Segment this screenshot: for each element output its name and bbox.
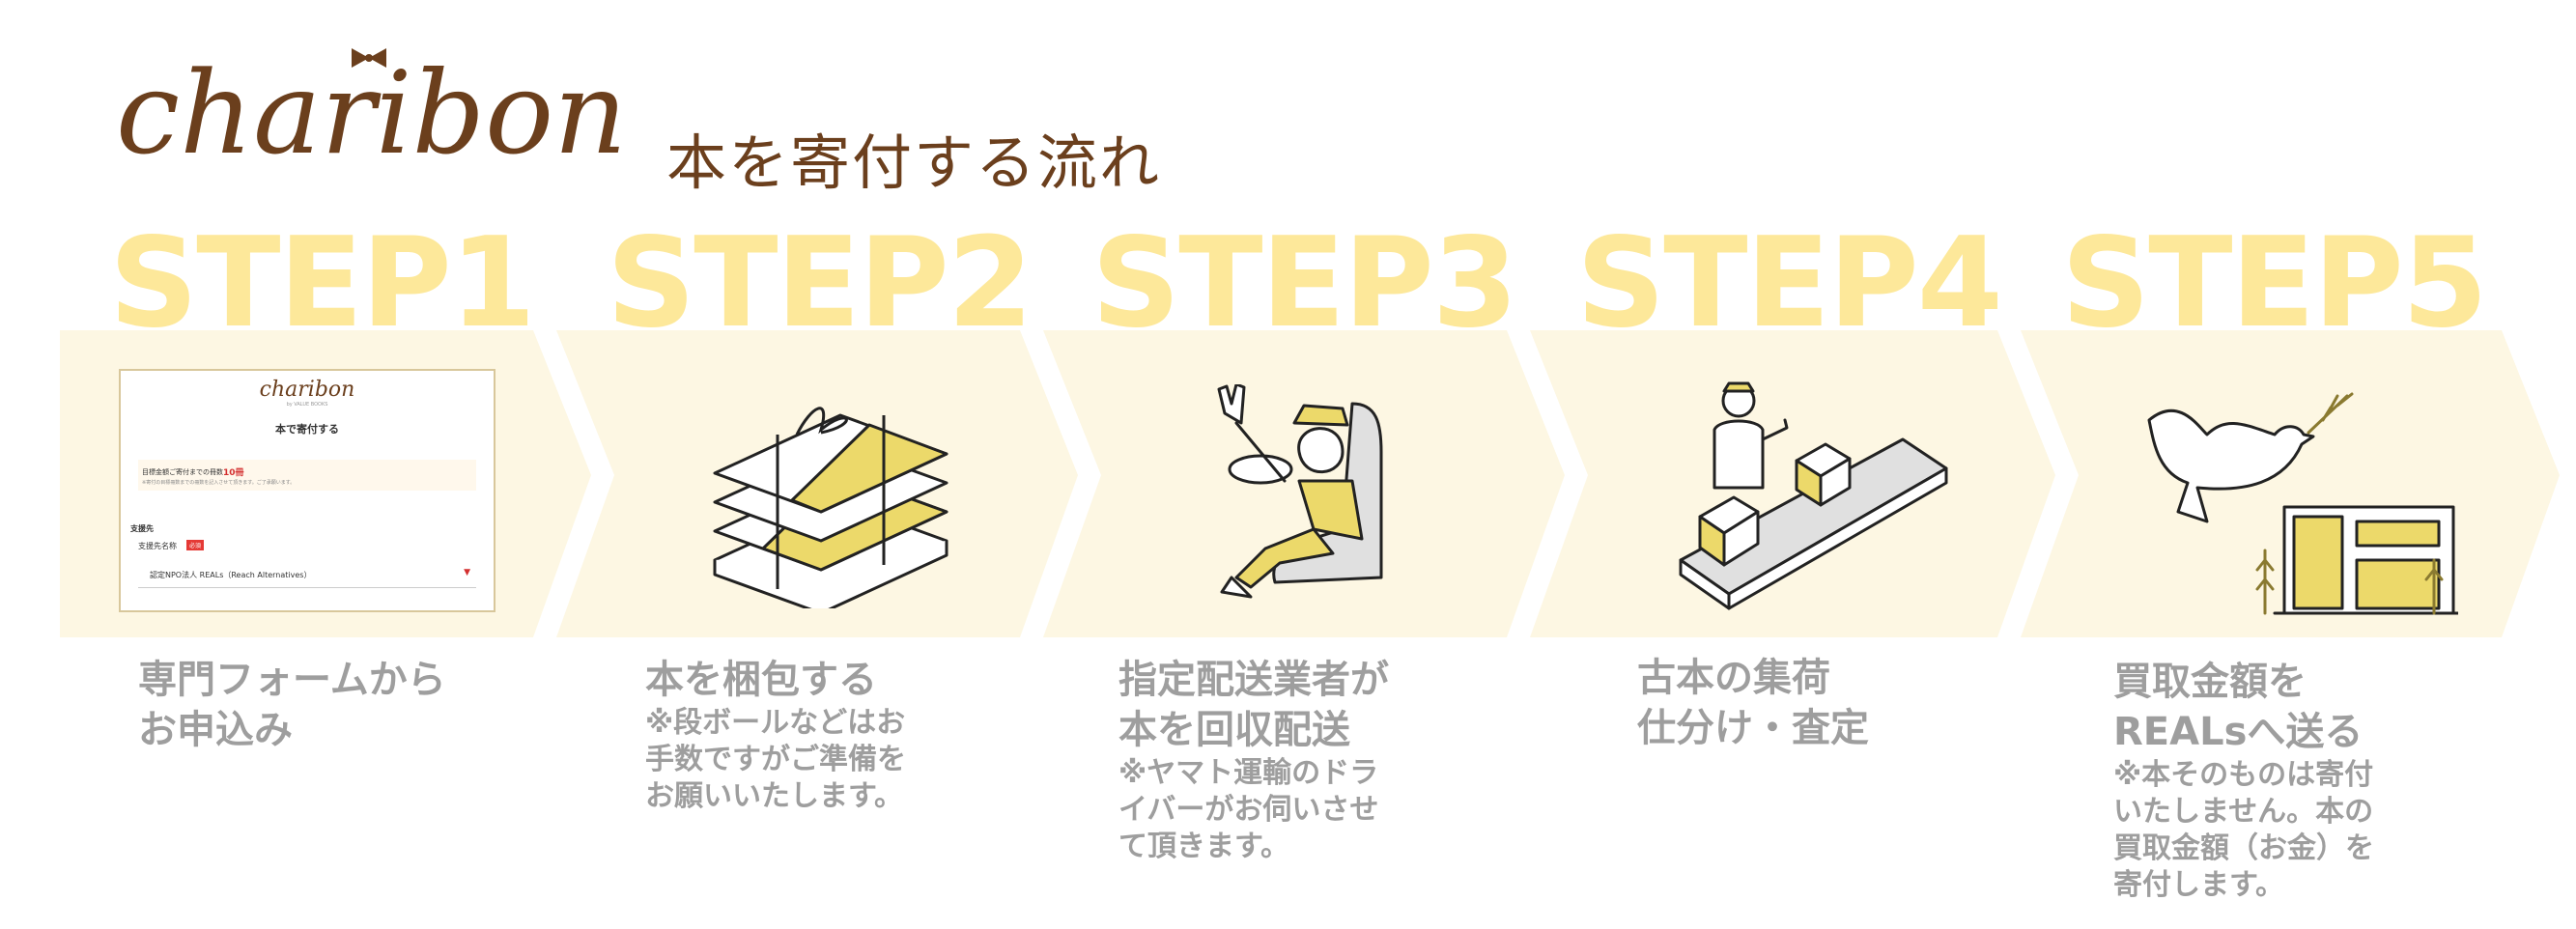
delivery-driver-icon [1217,384,1383,599]
step3-note-line2: イバーがお伺いさせ [1118,793,1379,827]
step5-label: STEP5 [2061,211,2488,355]
application-form-screenshot[interactable]: charibon by VALUE BOOKS 本で寄付する 目標金額ご寄付まで… [119,369,495,612]
page-title: 本を寄付する流れ [666,127,1162,198]
charibon-logo[interactable]: charibon [116,29,637,174]
ribbon-icon [352,48,386,68]
beneficiary-select-value: 認定NPO法人 REALs（Reach Alternatives） [150,571,312,579]
header: charibon 本を寄付する流れ [116,29,1275,198]
step3-caption: 指定配送業者が 本を回収配送 ※ヤマト運輸のドラ イバーがお伺いさせ て頂きます… [1118,655,1389,865]
form-target-label: 目標金額ご寄付までの冊数 [142,468,223,476]
bundled-books-icon [713,407,948,608]
step5-title-line1: 買取金額を [2113,660,2307,704]
step1-caption: 専門フォームから お申込み [138,655,446,755]
step5-note-line3: 買取金額（お金）を [2113,831,2374,865]
step5-note-line1: ※本そのものは寄付 [2113,758,2374,792]
svg-text:charibon: charibon [116,46,627,174]
form-target-note: ※寄付の目標冊数までの冊数を記入させて頂きます。ご了承願います。 [142,480,296,486]
step2-note-line1: ※段ボールなどはお [645,706,906,740]
step2-note-line3: お願いいたします。 [645,779,903,813]
step4-label: STEP4 [1576,211,2003,355]
form-title: 本で寄付する [275,423,339,436]
dove-building-icon [2147,392,2458,615]
step3-title-line1: 指定配送業者が [1118,658,1389,702]
step5-note-line4: 寄付します。 [2113,868,2284,902]
form-field-label: 支援先名称 [138,542,177,550]
step3-title-line2: 本を回収配送 [1118,708,1350,752]
step1-label: STEP1 [109,211,536,355]
step5-caption: 買取金額を REALsへ送る ※本そのものは寄付 いたしません。本の 買取金額（… [2113,657,2374,904]
step4-title-line2: 仕分け・査定 [1637,706,1869,750]
step3-note-line3: て頂きます。 [1118,830,1289,863]
required-badge: 必須 [186,540,205,550]
step1-title-line1: 専門フォームから [138,658,446,702]
form-logo: charibon by VALUE BOOKS [259,378,355,408]
step4-chevron [1530,330,2055,637]
step5-note-line2: いたしません。本の [2113,795,2374,829]
step3-label: STEP3 [1091,211,1518,355]
step2-caption: 本を梱包する ※段ボールなどはお 手数ですがご準備を お願いいたします。 [645,655,906,815]
step2-title-line1: 本を梱包する [645,658,877,702]
step2-note-line2: 手数ですがご準備を [645,743,906,776]
step4-title-line1: 古本の集荷 [1637,656,1830,700]
step1-title-line2: お申込み [138,708,293,752]
form-target-value: 10冊 [223,468,244,478]
step2-label: STEP2 [607,211,1033,355]
step4-caption: 古本の集荷 仕分け・査定 [1637,653,1869,753]
form-target-box: 目標金額ご寄付までの冊数 10冊 ※寄付の目標冊数までの冊数を記入させて頂きます… [138,460,476,491]
chevron-down-icon: ▼ [464,568,470,577]
conveyor-sorting-icon [1679,381,1948,610]
step3-note-line1: ※ヤマト運輸のドラ [1118,756,1379,790]
beneficiary-select[interactable]: 認定NPO法人 REALs（Reach Alternatives） ▼ [138,562,476,588]
step5-title-line2: REALsへ送る [2113,710,2364,754]
form-section-title: 支援先 [130,524,154,533]
